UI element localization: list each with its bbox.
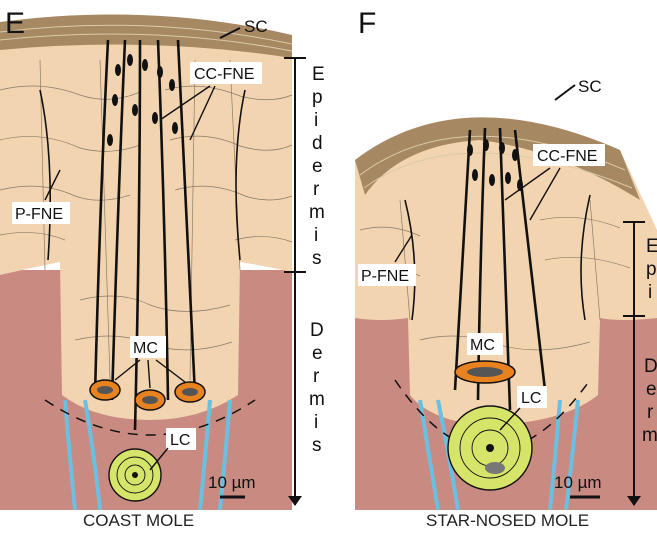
scale-label-f: 10 µm — [554, 473, 602, 492]
lamellated-corpuscle-f — [448, 406, 532, 490]
merkel-cell-f — [455, 361, 515, 383]
svg-text:i: i — [314, 412, 318, 433]
svg-text:D: D — [310, 320, 324, 341]
dermis-vertical-label-e: D e r m i s — [309, 320, 325, 456]
scale-label-e: 10 µm — [208, 473, 256, 492]
caption-e: COAST MOLE — [83, 511, 194, 530]
cc-fne-label-e: CC-FNE — [194, 66, 254, 83]
panel-e-letter: E — [5, 7, 25, 40]
svg-text:r: r — [647, 402, 654, 423]
mc-label-f: MC — [470, 337, 495, 354]
svg-text:D: D — [644, 356, 657, 377]
svg-text:i: i — [314, 110, 318, 131]
panel-f-letter: F — [358, 7, 376, 40]
svg-text:r: r — [313, 366, 320, 387]
epidermis-vertical-label-e: E p i d e r m i s — [309, 64, 325, 269]
svg-text:E: E — [646, 236, 657, 257]
svg-text:e: e — [312, 343, 323, 364]
svg-text:p: p — [312, 87, 323, 108]
svg-text:i: i — [314, 225, 318, 246]
svg-text:s: s — [312, 435, 322, 456]
svg-text:p: p — [646, 259, 657, 280]
svg-text:i: i — [648, 282, 652, 303]
mc-label-e: MC — [133, 340, 158, 357]
sc-label-f: SC — [578, 77, 602, 96]
lc-label-e: LC — [170, 432, 190, 449]
svg-text:m: m — [309, 389, 325, 410]
svg-text:e: e — [312, 156, 323, 177]
p-fne-label-e: P-FNE — [15, 206, 63, 223]
svg-text:m: m — [642, 425, 657, 446]
svg-text:m: m — [309, 202, 325, 223]
caption-f: STAR-NOSED MOLE — [426, 511, 589, 530]
lamellated-corpuscle — [109, 449, 161, 501]
p-fne-label-f: P-FNE — [361, 268, 409, 285]
svg-text:r: r — [313, 179, 320, 200]
sc-label-e: SC — [244, 17, 268, 36]
svg-text:s: s — [312, 248, 322, 269]
lc-label-f: LC — [521, 390, 541, 407]
panel-e: E SC CC-FNE P-FNE MC LC 10 µm E p i d e — [0, 7, 325, 530]
svg-text:E: E — [312, 64, 325, 85]
svg-text:d: d — [312, 133, 323, 154]
svg-text:e: e — [646, 379, 657, 400]
cc-fne-label-f: CC-FNE — [537, 148, 597, 165]
panel-f: F SC CC-FNE P-FNE MC LC 10 µm E p i D e … — [355, 7, 657, 530]
